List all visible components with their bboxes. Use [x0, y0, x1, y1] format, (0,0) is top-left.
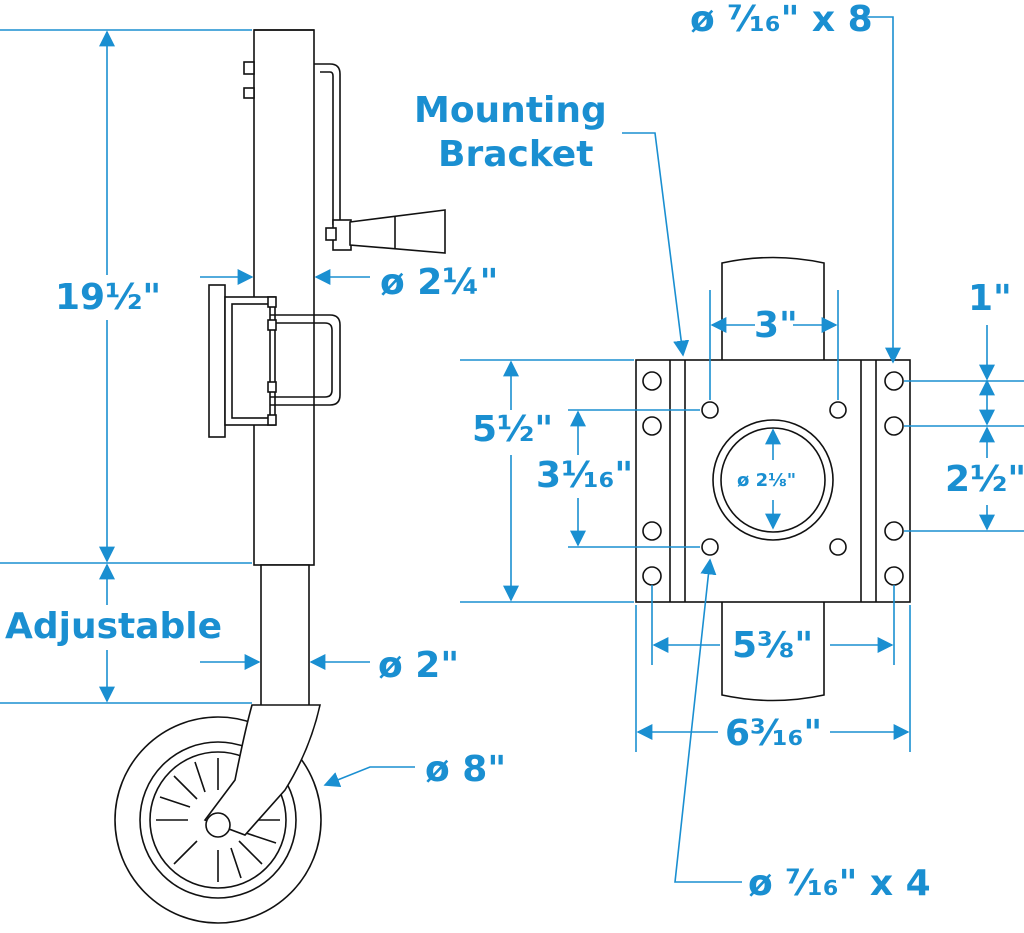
outer-width-label: 6³⁄₁₆"	[725, 713, 823, 754]
mounting-plate	[635, 256, 911, 702]
hole-spacing-2-label: 2½"	[945, 459, 1024, 500]
height-label: 19½"	[55, 277, 162, 318]
bracket-height-label: 5½"	[472, 409, 554, 450]
top-width-label: 3"	[754, 305, 798, 346]
jack-side-view	[114, 29, 446, 924]
inner-tube-diameter-label: ø 2"	[378, 645, 460, 686]
hole-spacing-1-label: 1"	[968, 278, 1012, 319]
mounting-bracket-label-line2: Bracket	[438, 134, 594, 175]
inner-width-label: 5⅜"	[732, 625, 814, 666]
tube-diameter-label: ø 2¼"	[380, 262, 499, 303]
bolt-bracket-label: ø ⁷⁄₁₆" x 8	[690, 0, 873, 40]
bolt-plate-label: ø ⁷⁄₁₆" x 4	[748, 863, 931, 904]
wheel-diameter-label: ø 8"	[425, 749, 507, 790]
hole-spacing-vertical-label: 3¹⁄₁₆"	[536, 455, 634, 496]
right-dimensions	[460, 16, 1024, 883]
center-diameter-label: ø 2⅛"	[737, 470, 797, 491]
mounting-bracket-label-line1: Mounting	[414, 90, 607, 131]
adjustable-label: Adjustable	[5, 606, 223, 647]
left-dimensions	[0, 29, 415, 788]
